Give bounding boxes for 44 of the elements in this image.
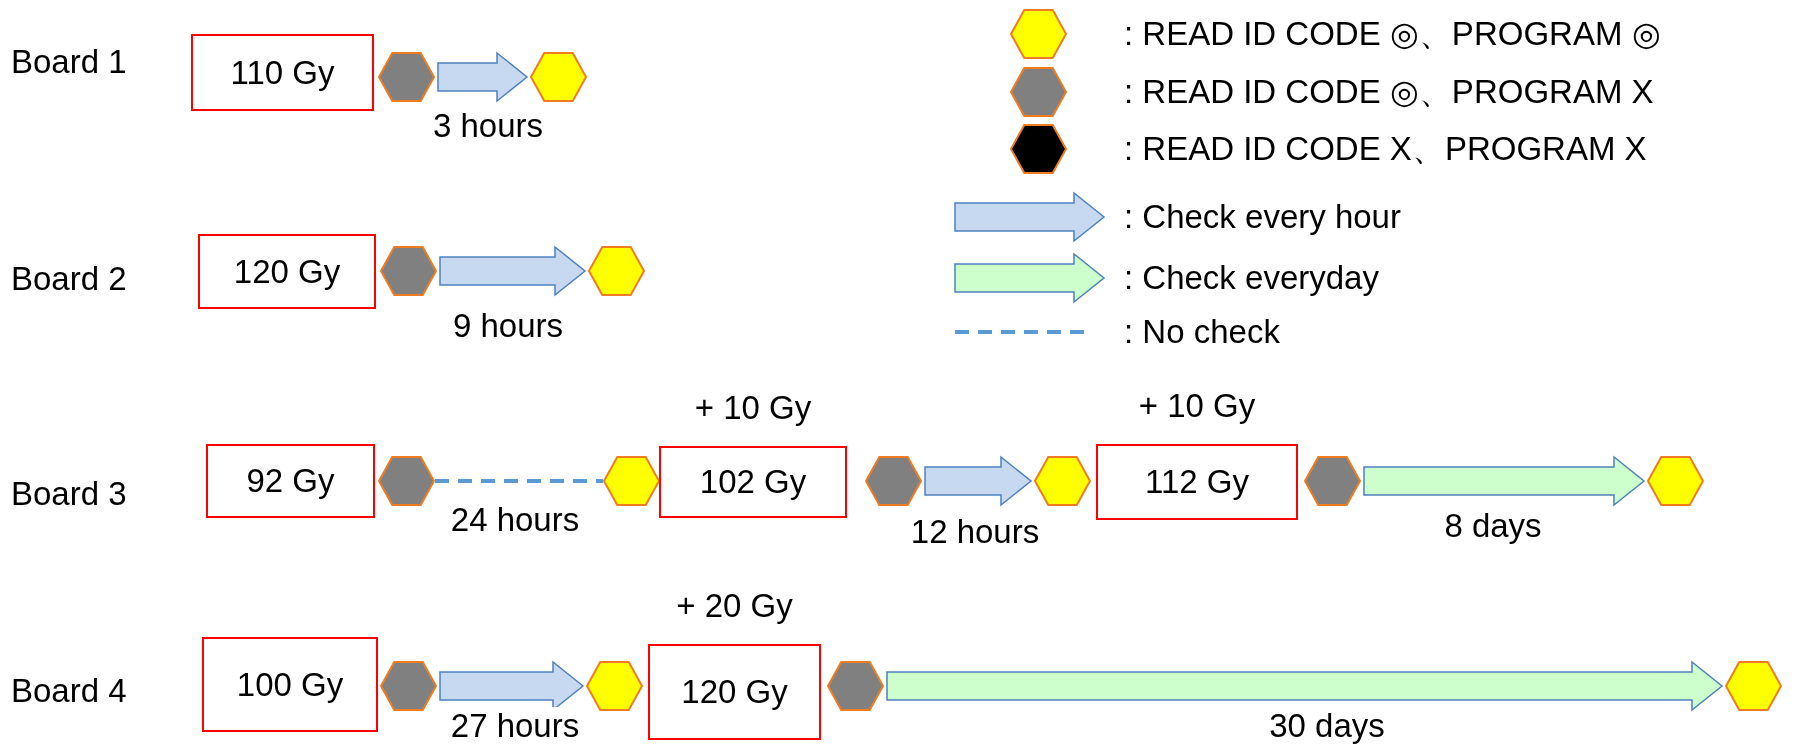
dose-value: 120 Gy xyxy=(233,252,341,291)
hexagon-marker xyxy=(1034,456,1091,506)
hexagon-marker xyxy=(1647,456,1704,506)
legend-text: : READ ID CODE ◎、PROGRAM X xyxy=(1124,73,1654,111)
hexagon-marker xyxy=(378,456,435,506)
dashed-line xyxy=(435,479,603,483)
hexagon-marker xyxy=(603,456,660,506)
hexagon-marker xyxy=(378,52,435,102)
dose-value: 92 Gy xyxy=(246,462,335,500)
legend-text: : Check every hour xyxy=(1124,198,1401,236)
hexagon-marker xyxy=(530,52,587,102)
dose-box xyxy=(659,446,847,518)
dose-box xyxy=(198,234,376,309)
dose-box xyxy=(202,637,378,732)
hexagon-marker xyxy=(827,661,884,711)
block-arrow xyxy=(924,455,1033,507)
dose-value: 112 Gy xyxy=(1145,463,1249,501)
hexagon-marker xyxy=(586,661,643,711)
legend-text: : Check everyday xyxy=(1124,259,1379,297)
hexagon-marker xyxy=(1725,661,1782,711)
dose-box xyxy=(191,34,374,111)
board-label: Board 2 xyxy=(11,260,127,298)
board-label: Board 1 xyxy=(11,43,127,81)
hexagon-marker xyxy=(865,456,922,506)
dose-value: 100 Gy xyxy=(236,665,344,704)
dose-box xyxy=(648,644,821,740)
block-arrow xyxy=(886,660,1724,712)
dose-value: 120 Gy xyxy=(681,673,788,711)
board-label: Board 4 xyxy=(11,672,127,710)
legend-text: : READ ID CODE ◎、PROGRAM ◎ xyxy=(1124,15,1661,53)
dose-box xyxy=(1096,444,1298,520)
hexagon-marker xyxy=(380,246,437,296)
hexagon-marker xyxy=(1304,456,1361,506)
legend-text: : No check xyxy=(1124,313,1280,351)
board-label: Board 3 xyxy=(11,475,127,513)
block-arrow xyxy=(437,51,529,103)
dose-box xyxy=(206,444,375,518)
dose-value: 102 Gy xyxy=(699,463,807,501)
hexagon-marker xyxy=(380,661,437,711)
legend-text: : READ ID CODE X、PROGRAM X xyxy=(1124,130,1647,168)
block-arrow xyxy=(439,245,587,297)
hexagon-marker xyxy=(588,246,645,296)
block-arrow xyxy=(1363,455,1646,507)
dose-value: 110 Gy xyxy=(230,53,335,92)
